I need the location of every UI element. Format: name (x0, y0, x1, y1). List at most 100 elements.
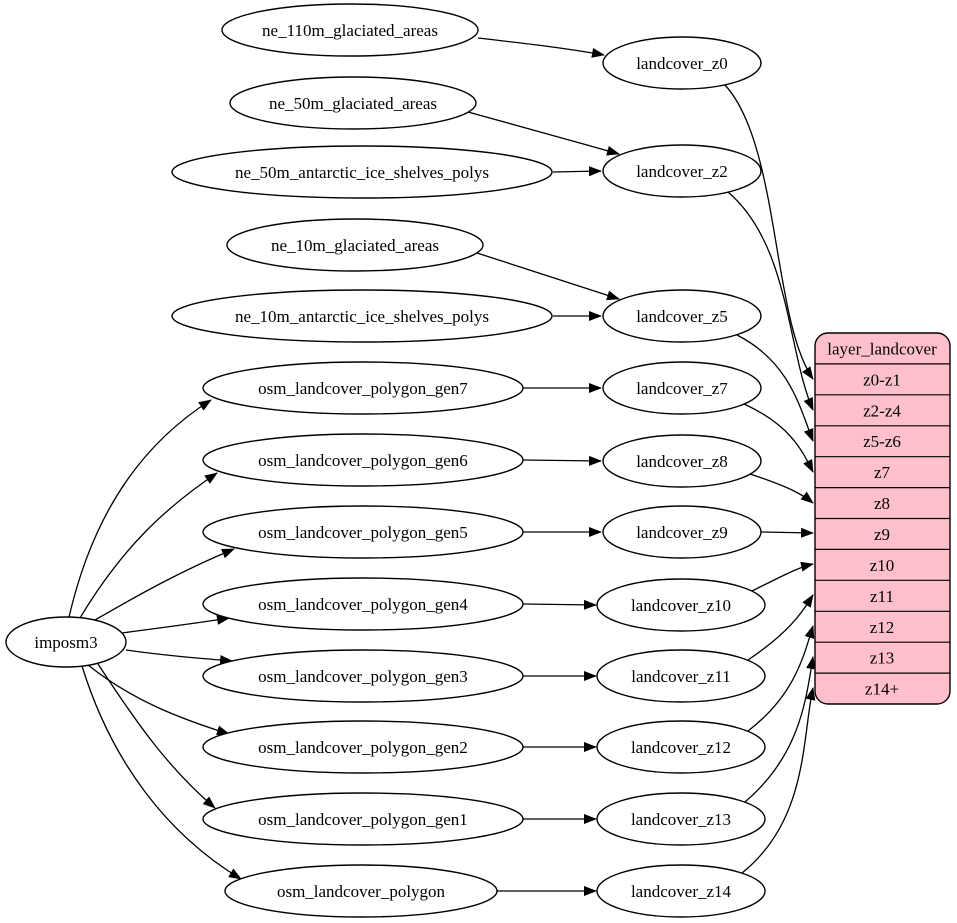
node-landcover-z7: landcover_z7 (602, 361, 762, 415)
node-landcover-z11: landcover_z11 (596, 649, 766, 703)
node-osm-landcover-polygon-gen3: osm_landcover_polygon_gen3 (202, 649, 524, 703)
node-osm-landcover-polygon-gen6: osm_landcover_polygon_gen6 (202, 433, 524, 487)
node-ellipse (171, 145, 553, 199)
node-ellipse (226, 218, 484, 272)
table-row-z11: z11 (870, 587, 894, 606)
node-ne-10m-antarctic-ice-shelves-polys: ne_10m_antarctic_ice_shelves_polys (171, 289, 553, 343)
table-row-z13: z13 (870, 649, 895, 668)
node-landcover-z8: landcover_z8 (602, 434, 762, 488)
node-ellipse (596, 720, 766, 774)
node-label: landcover_z11 (631, 667, 730, 686)
node-label: ne_10m_antarctic_ice_shelves_polys (235, 307, 489, 326)
node-label: landcover_z8 (636, 452, 728, 471)
node-label: landcover_z5 (636, 307, 728, 326)
node-ellipse (171, 289, 553, 343)
table-row-z12: z12 (870, 618, 895, 637)
node-ellipse (602, 361, 762, 415)
node-ellipse (202, 577, 524, 631)
node-label: osm_landcover_polygon_gen6 (258, 451, 468, 470)
node-ellipse (224, 864, 498, 918)
node-osm-landcover-polygon-gen7: osm_landcover_polygon_gen7 (202, 361, 524, 415)
node-ellipse (602, 144, 762, 198)
node-ellipse (202, 433, 524, 487)
node-label: osm_landcover_polygon_gen7 (258, 379, 468, 398)
edge-landcover-z11-to-row-z11 (747, 594, 814, 661)
edge-landcover-z5-to-row-z5-z6 (736, 334, 814, 442)
edge-landcover-z2-to-row-z2-z4 (727, 191, 814, 411)
node-ellipse (602, 36, 762, 90)
node-label: landcover_z9 (636, 523, 728, 542)
node-label: landcover_z10 (631, 596, 731, 615)
edge-imposm3-to-osm-landcover-polygon-gen5 (94, 548, 235, 621)
table-row-z8: z8 (874, 494, 890, 513)
node-ellipse (596, 578, 766, 632)
node-landcover-z10: landcover_z10 (596, 578, 766, 632)
node-label: osm_landcover_polygon_gen3 (258, 667, 468, 686)
edge-ne-50m-glaciated-areas-to-landcover-z2 (467, 111, 620, 156)
edge-ne-110m-glaciated-areas-to-landcover-z0 (477, 37, 605, 58)
node-label: ne_10m_glaciated_areas (271, 236, 439, 255)
node-landcover-z12: landcover_z12 (596, 720, 766, 774)
edge-imposm3-to-osm-landcover-polygon-gen1 (97, 663, 216, 809)
edge-ne-10m-glaciated-areas-to-landcover-z5 (476, 252, 620, 301)
node-landcover-z14: landcover_z14 (596, 864, 766, 918)
node-ellipse (5, 616, 127, 668)
node-ellipse (221, 3, 479, 57)
node-osm-landcover-polygon-gen1: osm_landcover_polygon_gen1 (202, 792, 524, 846)
node-landcover-z0: landcover_z0 (602, 36, 762, 90)
node-label: landcover_z12 (631, 738, 731, 757)
table-row-z14plus: z14+ (865, 680, 899, 699)
node-landcover-z13: landcover_z13 (596, 792, 766, 846)
node-label: landcover_z14 (631, 882, 732, 901)
edge-osm-landcover-polygon-gen6-to-landcover-z8 (522, 455, 602, 466)
node-ne-110m-glaciated-areas: ne_110m_glaciated_areas (221, 3, 479, 57)
edge-landcover-z12-to-row-z12 (747, 625, 815, 732)
table-row-z2-z4: z2-z4 (863, 401, 901, 420)
node-osm-landcover-polygon-gen4: osm_landcover_polygon_gen4 (202, 577, 524, 631)
node-ne-10m-glaciated-areas: ne_10m_glaciated_areas (226, 218, 484, 272)
node-label: osm_landcover_polygon (277, 882, 446, 901)
node-label: osm_landcover_polygon_gen2 (258, 738, 468, 757)
node-ellipse (202, 649, 524, 703)
node-label: osm_landcover_polygon_gen1 (258, 810, 468, 829)
node-ellipse (202, 505, 524, 559)
node-label: landcover_z7 (636, 379, 728, 398)
node-label: ne_50m_glaciated_areas (269, 94, 437, 113)
node-label: imposm3 (34, 633, 97, 652)
node-ellipse (602, 434, 762, 488)
node-osm-landcover-polygon: osm_landcover_polygon (224, 864, 498, 918)
table-row-z0-z1: z0-z1 (863, 370, 901, 389)
node-ellipse (596, 649, 766, 703)
node-label: ne_50m_antarctic_ice_shelves_polys (235, 163, 489, 182)
node-ellipse (596, 792, 766, 846)
node-label: ne_110m_glaciated_areas (262, 21, 438, 40)
node-label: osm_landcover_polygon_gen5 (258, 523, 468, 542)
node-osm-landcover-polygon-gen2: osm_landcover_polygon_gen2 (202, 720, 524, 774)
edge-landcover-z8-to-row-z8 (749, 473, 814, 504)
table-layer-landcover: layer_landcover z0-z1 z2-z4 z5-z6 z7 z8 … (814, 332, 951, 705)
edge-imposm3-to-osm-landcover-polygon-gen4 (121, 614, 230, 634)
edge-ne-50m-antarctic-ice-shelves-polys-to-landcover-z2 (552, 166, 602, 177)
node-ellipse (596, 864, 766, 918)
edge-imposm3-to-osm-landcover-polygon-gen7 (68, 399, 212, 618)
table-row-z5-z6: z5-z6 (863, 432, 901, 451)
edge-landcover-z0-to-row-z0-z1 (724, 84, 814, 380)
node-ellipse (229, 76, 477, 130)
node-label: landcover_z13 (631, 810, 731, 829)
node-ellipse (202, 720, 524, 774)
table-title: layer_landcover (827, 340, 937, 359)
edge-landcover-z10-to-row-z10 (751, 561, 814, 592)
edge-landcover-z9-to-row-z9 (760, 527, 814, 538)
edge-landcover-z7-to-row-z7 (743, 403, 814, 473)
table-row-z9: z9 (874, 525, 890, 544)
node-ne-50m-glaciated-areas: ne_50m_glaciated_areas (229, 76, 477, 130)
node-landcover-z2: landcover_z2 (602, 144, 762, 198)
node-ellipse (602, 505, 762, 559)
node-label: landcover_z2 (636, 162, 728, 181)
node-landcover-z9: landcover_z9 (602, 505, 762, 559)
edge-imposm3-to-osm-landcover-polygon-gen2 (87, 664, 230, 736)
node-ellipse (202, 792, 524, 846)
edges-group (68, 37, 817, 896)
node-label: landcover_z0 (636, 54, 728, 73)
